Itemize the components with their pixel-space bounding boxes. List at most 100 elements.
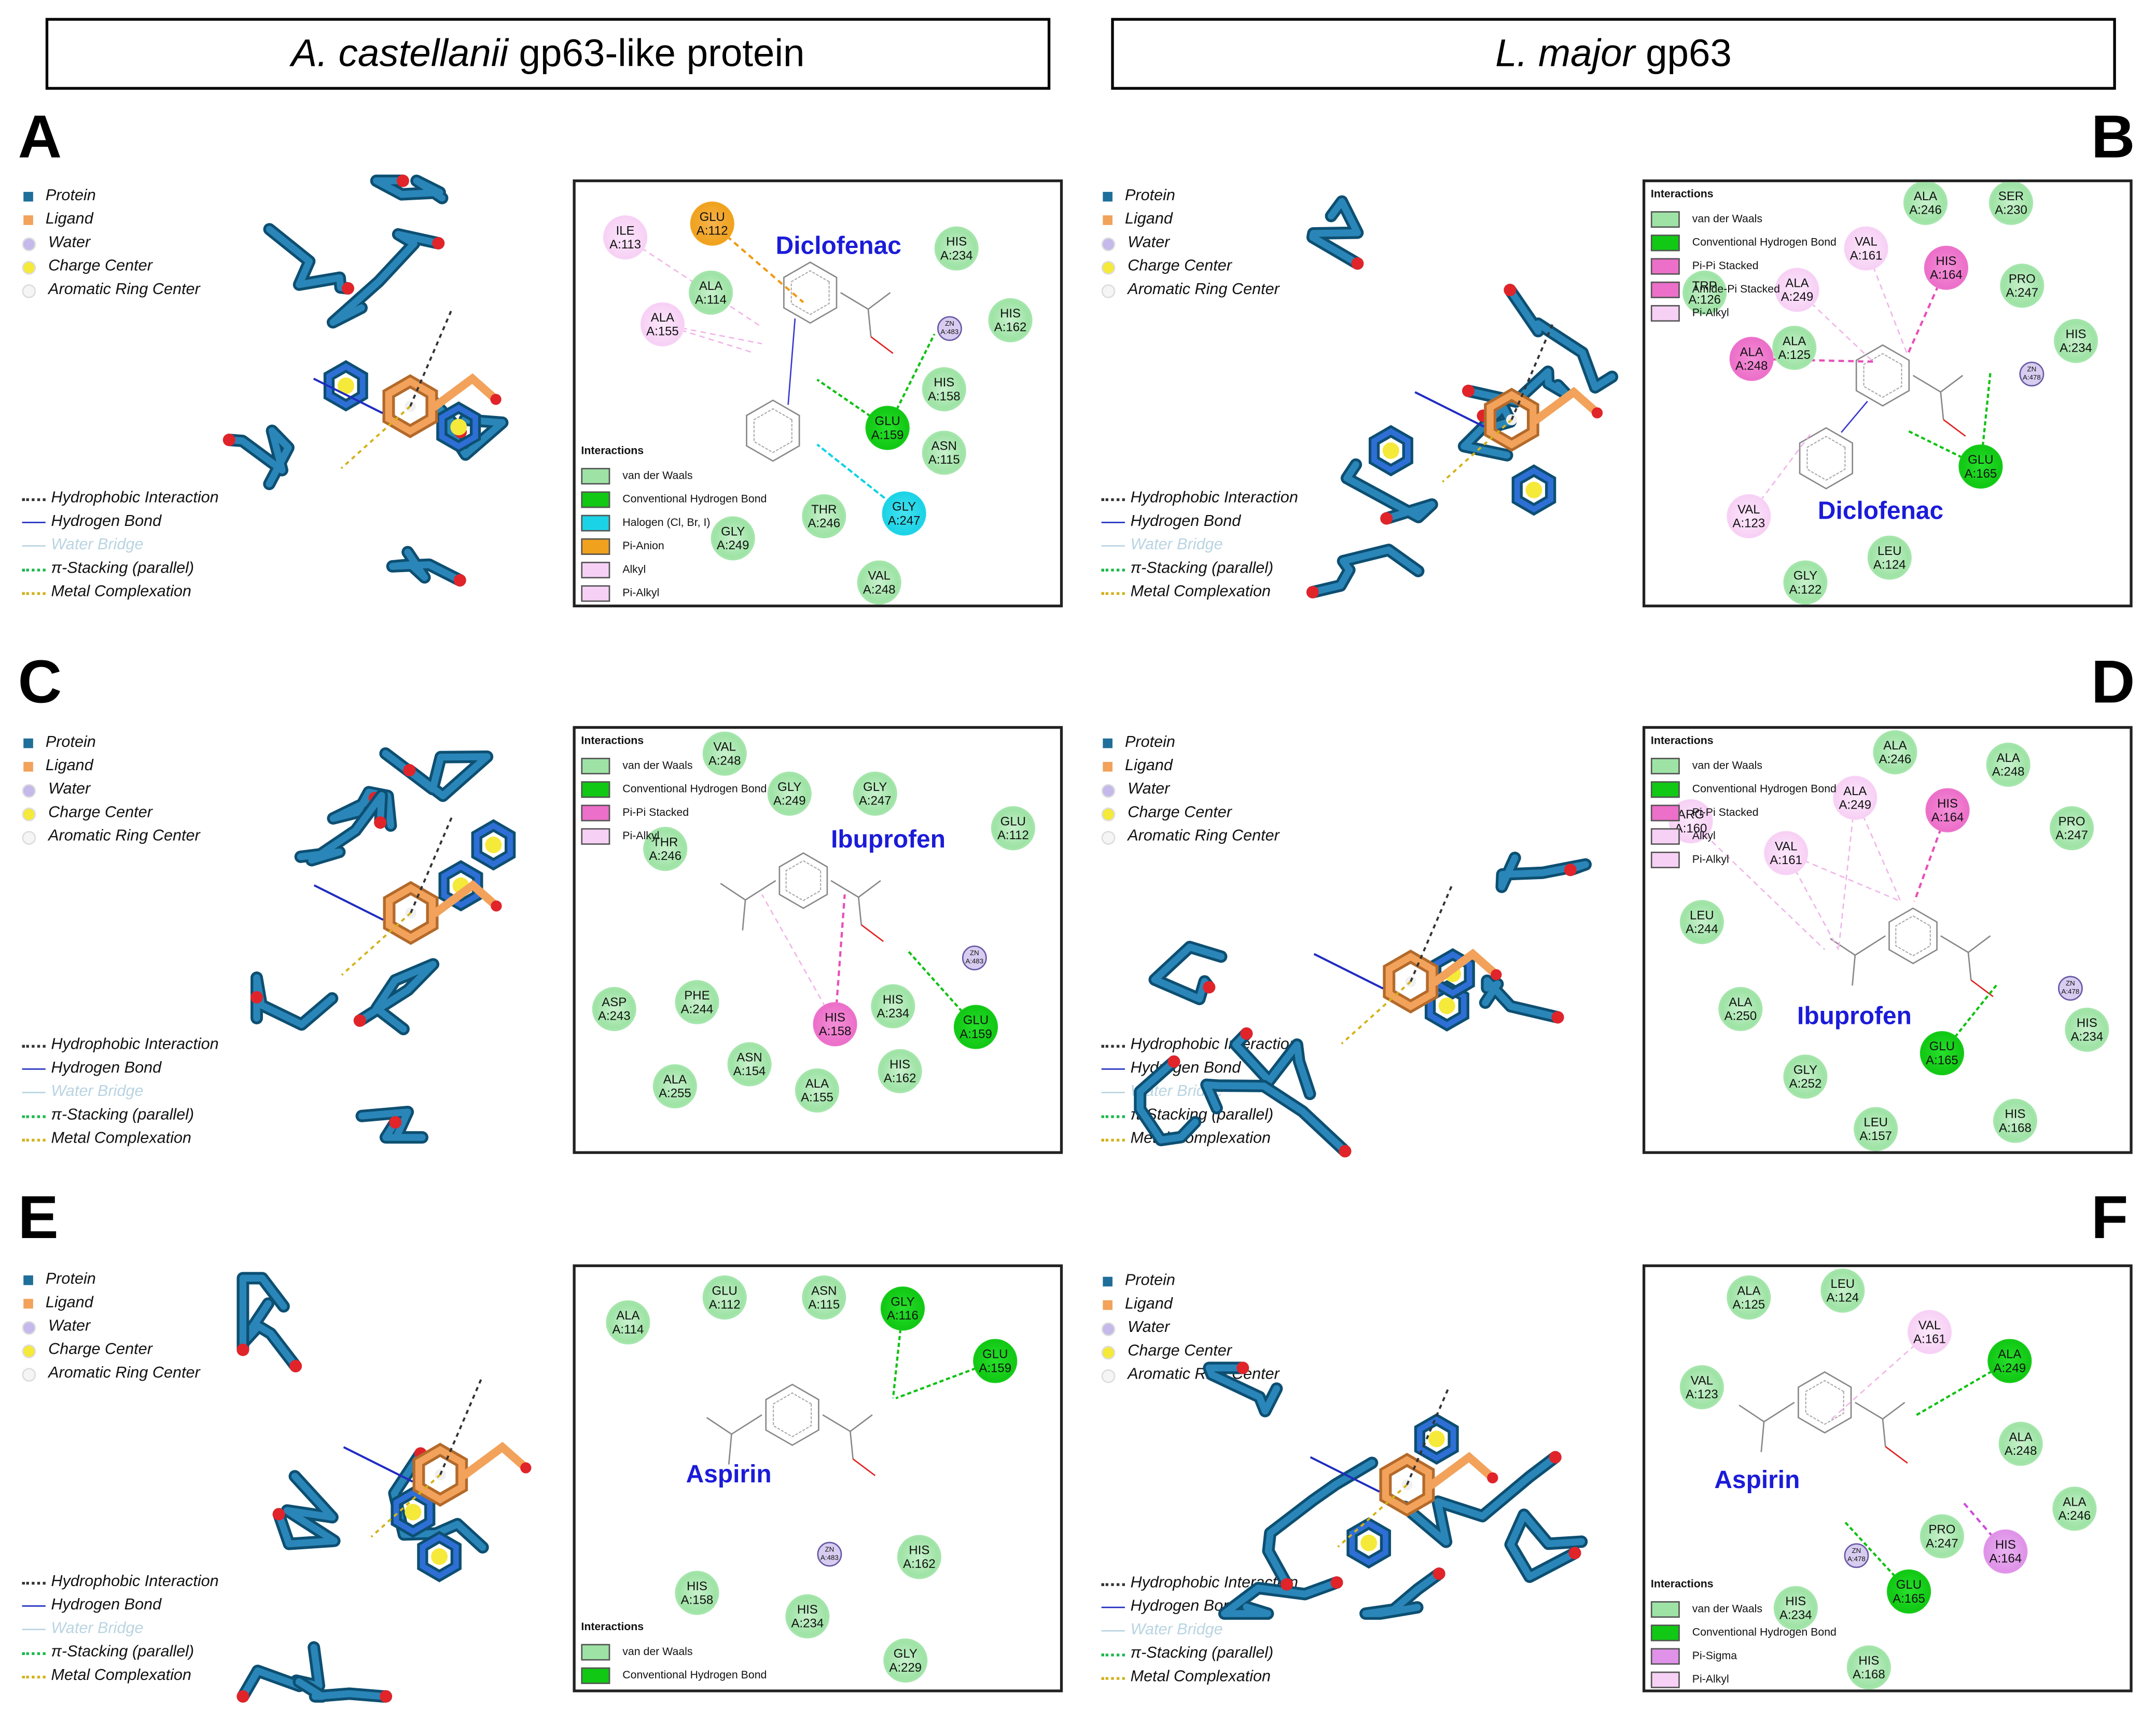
residue-number: A:478 <box>2023 374 2041 383</box>
interaction-legend-entry: Amide-Pi Stacked <box>1650 277 1837 301</box>
interaction-label: van der Waals <box>622 759 693 772</box>
legend-line-marker <box>22 1092 46 1093</box>
residue-name: GLY <box>892 499 916 514</box>
legend-entry: Ligand <box>1102 755 1298 779</box>
legend-line-marker <box>1101 1044 1125 1047</box>
residue-number: A:155 <box>646 324 679 339</box>
residue-number: A:114 <box>695 293 727 307</box>
interaction-label: van der Waals <box>622 1645 693 1658</box>
legend-label: Hydrophobic Interaction <box>1130 490 1298 507</box>
interaction-swatch <box>581 467 610 484</box>
interaction-legend-entry: Pi-Alkyl <box>1650 847 1837 871</box>
legend-entry: Water <box>1101 1317 1298 1340</box>
interaction-legend-entry: Pi-Pi Stacked <box>581 801 767 824</box>
legend-line-marker <box>1101 1068 1125 1070</box>
legend-line-marker <box>1101 1630 1125 1632</box>
legend-line-marker <box>1101 497 1125 501</box>
residue-name: ALA <box>699 279 723 293</box>
residue-number: A:249 <box>1839 798 1872 812</box>
residue-number: A:114 <box>612 1322 644 1337</box>
interaction-label: Pi-Alkyl <box>1692 1673 1729 1686</box>
legend-line-entry: Water Bridge <box>1101 534 1298 558</box>
legend-label: Charge Center <box>1128 804 1232 822</box>
residue-name: GLU <box>1929 1039 1955 1053</box>
legend-marker <box>22 830 36 844</box>
residue-number: A:248 <box>863 582 896 596</box>
residue-name: VAL <box>1690 1373 1714 1387</box>
interaction-legend-entry: Alkyl <box>1650 824 1837 847</box>
residue-number: A:234 <box>2060 341 2092 355</box>
legend-label: Hydrogen Bond <box>51 513 162 530</box>
legend-marker <box>22 1343 36 1358</box>
residue-number: A:246 <box>649 849 682 863</box>
residue-number: A:249 <box>773 794 806 808</box>
interaction-line <box>1690 821 1826 950</box>
residue-number: A:157 <box>1859 1129 1893 1143</box>
residue-name: ALA <box>1729 995 1752 1009</box>
interaction-legend-entry: Pi-Pi Stacked <box>1650 254 1837 277</box>
legend-label: Protein <box>1124 1272 1175 1289</box>
interaction-swatch <box>581 514 610 531</box>
residue-number: A:112 <box>997 828 1029 842</box>
residue-number: A:115 <box>808 1297 840 1312</box>
residue-name: ZN <box>825 1546 834 1554</box>
residue-name: VAL <box>1737 502 1760 517</box>
ligand-name: Ibuprofen <box>831 825 945 853</box>
interaction-legend-entry: Conventional Hydrogen Bond <box>1650 230 1837 254</box>
legend-marker <box>1103 762 1113 772</box>
residue-number: A:249 <box>1993 1361 2026 1375</box>
binding-site-structure <box>237 1272 532 1703</box>
legend-line-marker <box>22 545 46 547</box>
residue-number: A:247 <box>887 513 921 527</box>
residue-name: ALA <box>663 1072 687 1087</box>
residue-name: HIS <box>1936 254 1957 268</box>
legend-line-marker <box>22 1605 46 1607</box>
legend-label: Hydrogen Bond <box>1130 513 1241 530</box>
legend-marker <box>22 283 36 298</box>
legend-entry: Charge Center <box>1101 1340 1298 1364</box>
legend-marker <box>1101 1345 1116 1359</box>
legend-label: Ligand <box>45 211 93 228</box>
legend-line-marker <box>1101 1676 1125 1679</box>
legend-line-marker <box>1101 1652 1125 1656</box>
interaction-swatch <box>581 1643 610 1660</box>
residue-name: ARG <box>1677 807 1705 822</box>
residue-name: VAL <box>1855 234 1877 249</box>
legend-label: π-Stacking (parallel) <box>51 1644 194 1661</box>
legend-label: Hydrogen Bond <box>51 1060 162 1077</box>
residue-name: GLU <box>1896 1577 1922 1592</box>
legend-entry: Ligand <box>1102 1294 1298 1317</box>
legend-line-entry: Hydrophobic Interaction <box>22 1034 219 1057</box>
residue-number: A:483 <box>940 328 959 337</box>
residue-name: ASN <box>811 1284 837 1298</box>
legend-line-entry: Hydrophobic Interaction <box>22 487 219 510</box>
residue-name: HIS <box>1000 306 1021 321</box>
legend-label: Water <box>48 781 91 798</box>
residue-name: PRO <box>1928 1522 1956 1537</box>
interaction-label: Pi-Pi Stacked <box>1692 806 1759 819</box>
interaction-label: Pi-Pi Stacked <box>1692 259 1759 272</box>
residue-name: THR <box>652 835 678 849</box>
legend-marker <box>1101 807 1116 821</box>
residue-number: A:123 <box>1686 1387 1718 1401</box>
legend-entry: Charge Center <box>1101 255 1298 279</box>
residue-name: PRO <box>2058 814 2085 828</box>
legend-entry: Water <box>1101 232 1298 255</box>
residue-number: A:244 <box>680 1002 714 1016</box>
